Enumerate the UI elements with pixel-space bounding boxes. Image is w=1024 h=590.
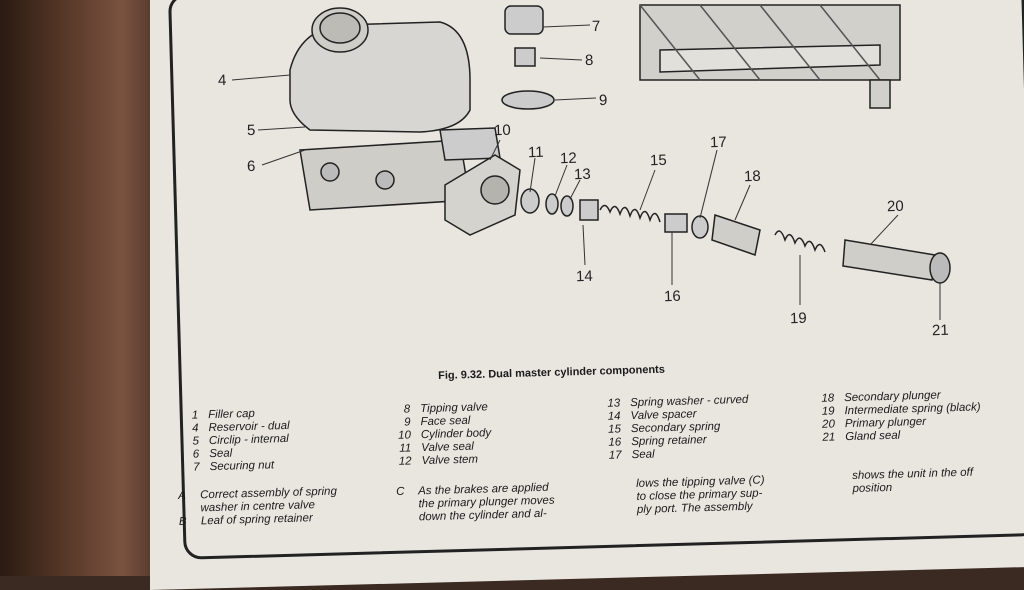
legend-number: 16	[608, 436, 622, 449]
callout-20: 20	[886, 197, 904, 216]
legend-text: Valve seal	[421, 440, 475, 455]
legend-number: 17	[608, 449, 622, 462]
legend-text: Secondary spring	[630, 420, 721, 436]
legend-number: 10	[397, 429, 412, 442]
callout-5: 5	[246, 121, 256, 140]
legend-text: Filler cap	[207, 407, 255, 422]
legend-text: Circlip - internal	[208, 432, 289, 448]
callout-14: 14	[575, 267, 593, 286]
callout-18: 18	[743, 167, 761, 186]
legend-text: Cylinder body	[420, 427, 492, 442]
legend-text: Gland seal	[845, 429, 901, 444]
note-key: C	[396, 485, 405, 498]
legend-text: Face seal	[420, 414, 471, 429]
cross-section-drawing	[639, 4, 901, 109]
callout-21: 21	[931, 321, 949, 340]
note-c-end: shows the unit in the off position	[852, 467, 974, 496]
callout-13: 13	[573, 165, 591, 184]
legend-text: Valve stem	[421, 453, 479, 468]
legend-number: 9	[403, 416, 411, 429]
note-text: down the cylinder and al-	[418, 507, 547, 524]
note-key: B	[178, 515, 187, 528]
legend-text: Intermediate spring (black)	[844, 401, 981, 418]
legend-number: 5	[192, 435, 200, 448]
master-cylinder-diagram	[231, 4, 951, 320]
legend-number: 12	[398, 455, 412, 468]
callout-7: 7	[591, 17, 601, 36]
legend-number: 21	[822, 431, 836, 444]
note-text: Leaf of spring retainer	[200, 512, 313, 528]
callout-10: 10	[493, 121, 511, 140]
callout-16: 16	[663, 287, 681, 306]
callout-8: 8	[584, 51, 594, 70]
callout-15: 15	[649, 151, 667, 170]
legend-text: Tipping valve	[419, 401, 488, 416]
legend-text: Spring washer - curved	[629, 393, 749, 410]
callout-19: 19	[789, 309, 807, 328]
callout-11: 11	[527, 143, 544, 162]
legend-number: 4	[191, 422, 199, 435]
legend-text: Securing nut	[209, 459, 275, 474]
callout-9: 9	[598, 91, 608, 110]
legend-text: Seal	[209, 447, 233, 461]
legend-text: Valve spacer	[630, 408, 697, 423]
legend-text: Seal	[631, 448, 655, 462]
legend-number: 14	[607, 410, 621, 423]
legend-number: 18	[821, 392, 835, 405]
legend-number: 19	[821, 405, 835, 418]
note-key: A	[178, 489, 187, 502]
thumb-in-photo	[0, 0, 175, 576]
legend-number: 20	[821, 418, 836, 431]
callout-12: 12	[559, 149, 577, 168]
note-text: Correct assembly of spring	[199, 485, 338, 502]
legend-text: Reservoir - dual	[208, 419, 290, 435]
legend-text: Spring retainer	[631, 434, 707, 449]
legend-text: Primary plunger	[844, 415, 927, 431]
callout-17: 17	[709, 133, 727, 152]
exploded-parts-drawing	[520, 188, 951, 284]
legend-number: 7	[193, 461, 200, 474]
callout-6: 6	[246, 157, 256, 176]
callout-4: 4	[217, 71, 227, 90]
legend-number: 1	[191, 409, 199, 422]
legend-number: 6	[192, 448, 200, 461]
legend-number: 15	[607, 423, 622, 436]
legend-number: 13	[607, 397, 621, 410]
legend-number: 8	[403, 403, 411, 416]
note-c-continued: lows the tipping valve (C) to close the …	[636, 474, 766, 517]
legend-column-2: 8 Tipping valve 9 Face seal 10 Cylinder bod…	[390, 401, 492, 469]
legend-column-1: 1 Filler cap 4 Reservoir - dual 5 Circlip -…	[178, 407, 291, 475]
legend-number: 11	[399, 442, 412, 455]
